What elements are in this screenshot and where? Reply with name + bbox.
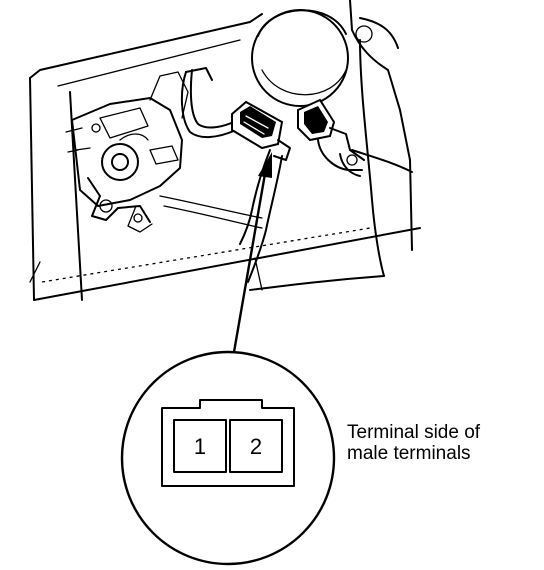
terminal-1: 1 — [194, 434, 206, 459]
wire-harness — [180, 67, 239, 138]
terminal-2-label: 2 — [250, 434, 262, 459]
speaker-opening — [251, 9, 349, 107]
body-connector — [297, 98, 365, 177]
terminal-1-label: 1 — [194, 434, 206, 459]
pointer-arrow — [232, 152, 272, 354]
body-pillar — [349, 0, 413, 251]
detail-circle — [120, 350, 336, 566]
caption-line-1: Terminal side of — [347, 422, 481, 443]
caption-line-2: male terminals — [347, 443, 471, 464]
caption: Terminal side of male terminals — [347, 422, 537, 464]
lock-actuator — [65, 71, 263, 233]
connector-face — [161, 399, 295, 487]
terminal-2: 2 — [250, 434, 262, 459]
